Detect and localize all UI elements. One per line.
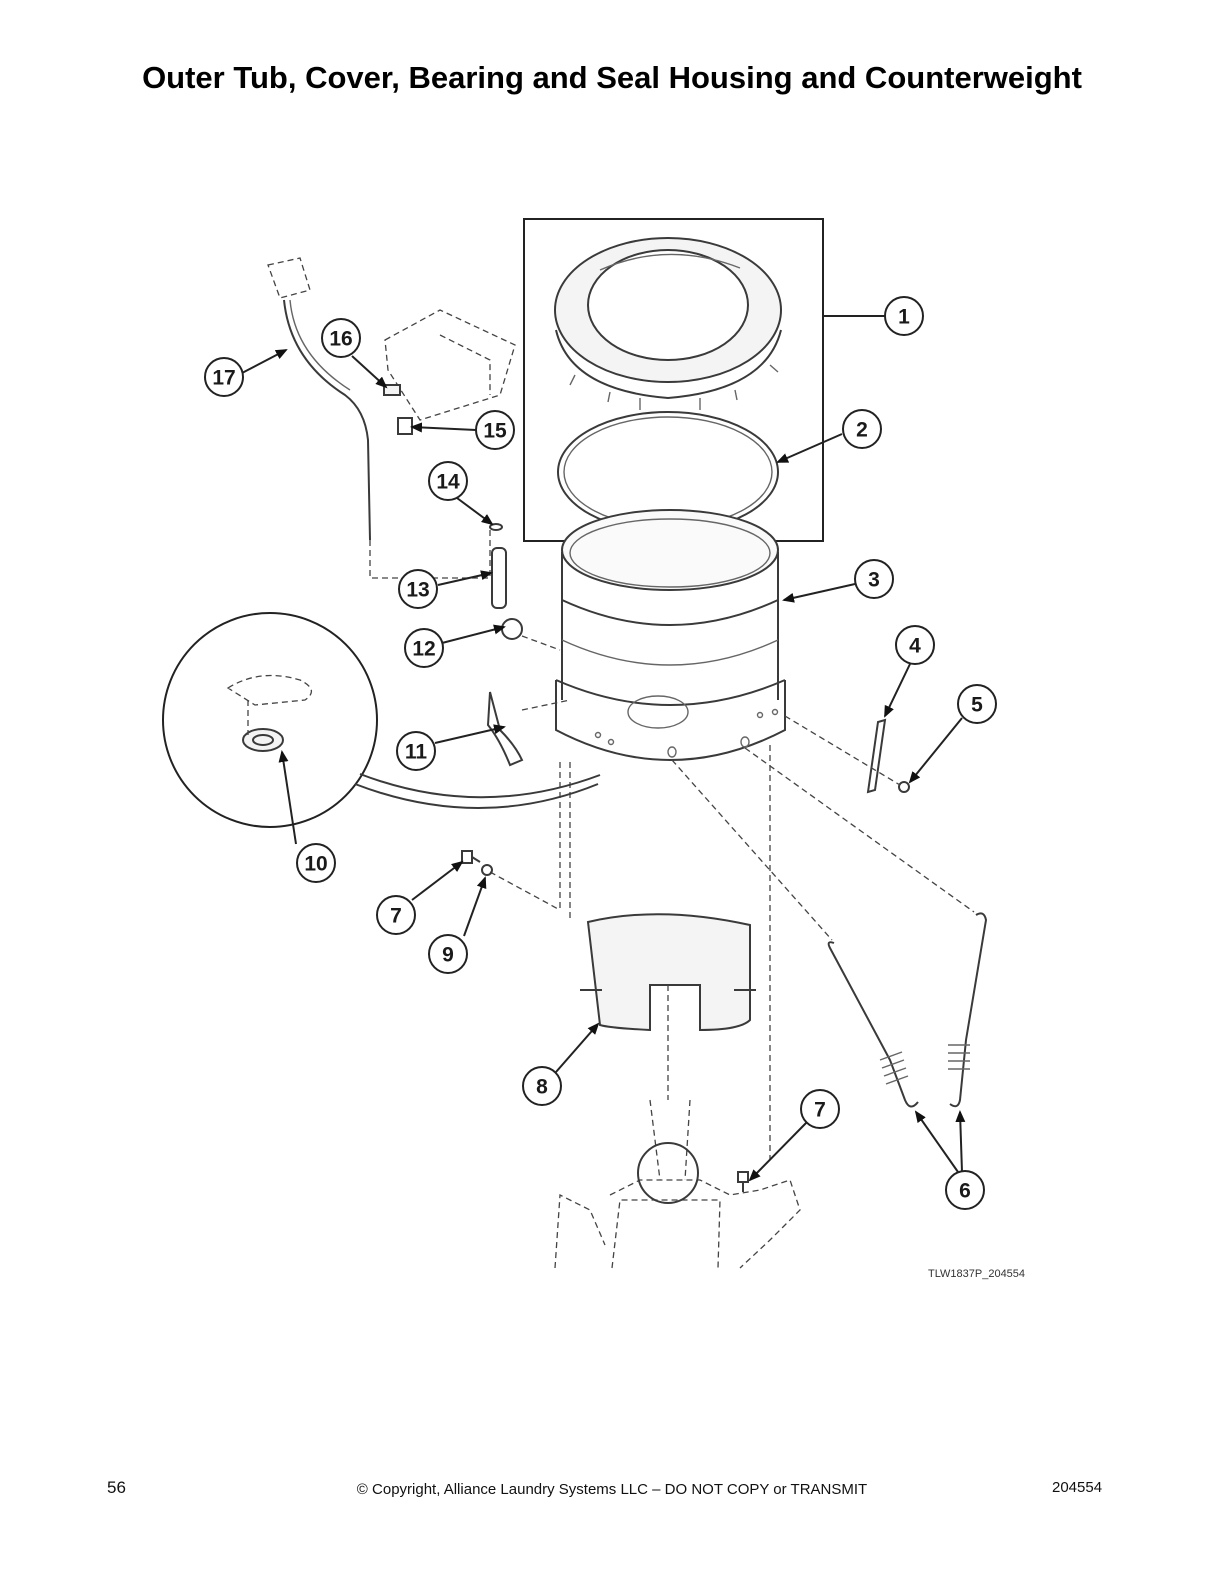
bolt-part xyxy=(461,850,481,864)
callout-label: 15 xyxy=(483,420,507,443)
leader-line xyxy=(782,583,856,603)
suspension-springs-part xyxy=(827,912,988,1108)
callout-8: 8 xyxy=(522,1066,562,1106)
leader-line xyxy=(884,663,911,718)
bracket-part xyxy=(866,718,887,794)
leader-line xyxy=(914,1110,959,1173)
leader-line xyxy=(555,1022,600,1073)
callout-label: 5 xyxy=(971,694,983,717)
leader-line xyxy=(776,433,843,463)
callout-label: 16 xyxy=(329,328,352,351)
leader-line xyxy=(437,570,493,586)
callout-12: 12 xyxy=(404,628,444,668)
callout-label: 7 xyxy=(814,1099,826,1122)
callout-label: 1 xyxy=(898,306,910,329)
leader-line xyxy=(411,860,464,901)
callout-label: 4 xyxy=(909,635,921,658)
base-assembly-dashed xyxy=(554,985,801,1269)
callout-6: 6 xyxy=(945,1170,985,1210)
page-number: 56 xyxy=(107,1478,126,1497)
leader-line xyxy=(278,750,297,845)
leader-line xyxy=(434,724,506,744)
copyright-notice: © Copyright, Alliance Laundry Systems LL… xyxy=(356,1481,868,1498)
leader-line xyxy=(748,1121,808,1182)
pressure-chamber-part xyxy=(491,547,507,609)
callout-label: 13 xyxy=(406,579,429,602)
callout-label: 17 xyxy=(212,367,235,390)
leader-line xyxy=(456,497,494,526)
callout-label: 12 xyxy=(412,638,435,661)
callout-label: 6 xyxy=(959,1180,971,1203)
dash-line xyxy=(744,747,975,913)
callout-7: 7 xyxy=(800,1089,840,1129)
callout-label: 8 xyxy=(536,1076,548,1099)
label-part xyxy=(486,691,524,767)
leader-line xyxy=(410,422,477,433)
leader-line xyxy=(441,624,506,644)
leader-line xyxy=(955,1110,966,1173)
outer-tub-part xyxy=(555,509,786,761)
callout-1: 1 xyxy=(884,296,924,336)
leader-line xyxy=(463,876,487,937)
callout-9: 9 xyxy=(428,934,468,974)
callout-label: 2 xyxy=(856,419,868,442)
callout-13: 13 xyxy=(398,569,438,609)
callout-4: 4 xyxy=(895,625,935,665)
callout-5: 5 xyxy=(957,684,997,724)
dash-line xyxy=(521,699,571,711)
dash-line xyxy=(489,871,561,911)
grommet-part xyxy=(501,618,523,640)
callout-14: 14 xyxy=(428,461,468,501)
counterweight-part xyxy=(580,913,756,1032)
callout-label: 14 xyxy=(436,471,460,494)
washer-part xyxy=(481,864,493,876)
page-title: Outer Tub, Cover, Bearing and Seal Housi… xyxy=(142,60,1082,95)
callout-label: 10 xyxy=(304,853,327,876)
dash-line xyxy=(671,759,833,941)
callout-10: 10 xyxy=(296,843,336,883)
pressure-hose-part xyxy=(267,257,491,579)
callout-16: 16 xyxy=(321,318,361,358)
leader-line xyxy=(908,717,963,784)
screw-part xyxy=(898,781,910,793)
callout-17: 17 xyxy=(204,357,244,397)
callout-3: 3 xyxy=(854,559,894,599)
dash-line xyxy=(784,715,901,786)
leader-line xyxy=(351,355,388,389)
callout-2: 2 xyxy=(842,409,882,449)
callout-7: 7 xyxy=(376,895,416,935)
callout-11: 11 xyxy=(396,731,436,771)
callout-label: 3 xyxy=(868,569,880,592)
bolt-part xyxy=(737,1171,749,1192)
dash-line xyxy=(521,635,561,651)
figure-id: TLW1837P_204554 xyxy=(928,1268,1026,1280)
callout-label: 11 xyxy=(405,741,428,764)
callout-15: 15 xyxy=(475,410,515,450)
tub-cover-part xyxy=(554,237,782,410)
seal-detail-view xyxy=(162,612,601,828)
clip-part xyxy=(489,523,503,531)
callout-label: 9 xyxy=(442,944,454,967)
leader-line xyxy=(241,349,288,374)
callout-label: 7 xyxy=(390,905,402,928)
document-number: 204554 xyxy=(1052,1479,1103,1496)
